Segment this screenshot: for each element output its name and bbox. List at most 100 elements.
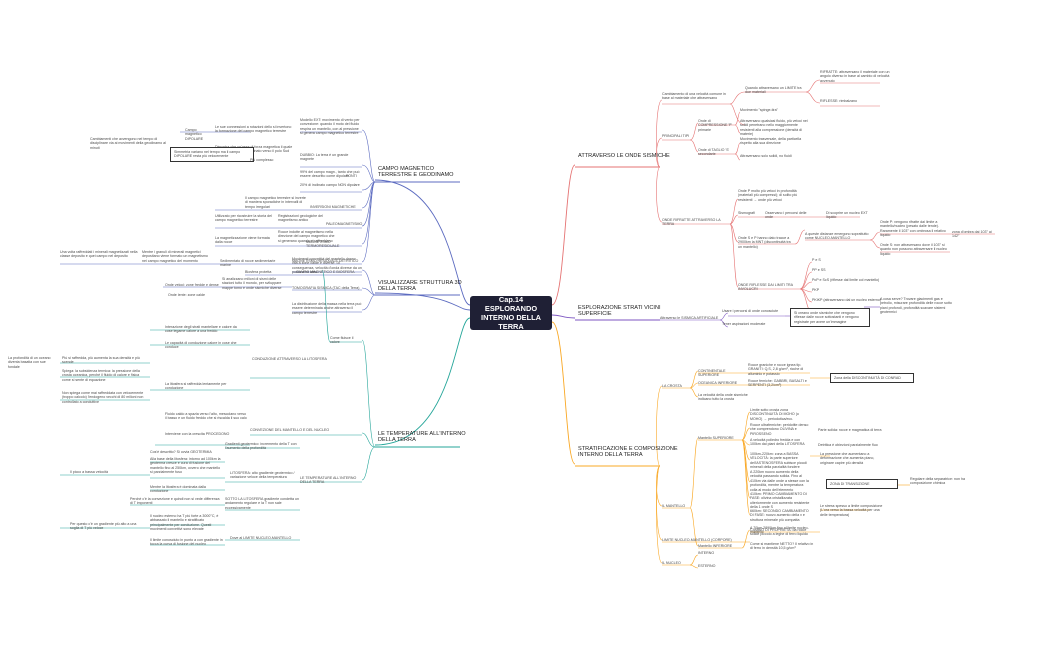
strat-node[interactable]: OCEANICA INFERIORE	[698, 381, 738, 385]
temp-node[interactable]: Dove al LIMITE NUCLEO-MANTELLO	[230, 536, 292, 540]
temp-node[interactable]: Più si raffredda, più aumenta la sua den…	[62, 356, 140, 365]
campo-node[interactable]: Biosfera protetta	[245, 270, 272, 274]
root-node[interactable]: Cap.14 ESPLORANDO INTERNO DELLA TERRA	[470, 295, 552, 331]
temp-node[interactable]: Interazione degli strati mantellare e ca…	[165, 325, 237, 334]
temp-node[interactable]: La litosfera si raffredda lentamente per…	[165, 382, 227, 391]
temp-node[interactable]: Fluido caldo a spazia verso l'alto, mesc…	[165, 412, 247, 421]
temp-node[interactable]: Non spiega come mai raffreddata con velo…	[62, 391, 144, 404]
temp-node[interactable]: SOTTO LA LITOSFERA gradiente condetta un…	[225, 497, 299, 510]
temp-node[interactable]: Interviene con la crescita PROCEDONO	[165, 432, 230, 436]
strat-node[interactable]: 410km: PRIMO CAMBIAMENTO DI FASE: olivin…	[750, 492, 810, 510]
strat-node[interactable]: Mantello INFERIORE	[698, 544, 733, 548]
branch-stratificazione[interactable]: STRATIFICAZIONE E COMPOSIZIONE INTERNO D…	[578, 446, 678, 459]
onde-node[interactable]: RIFLESSE: rimbalzano	[820, 99, 857, 103]
temp-node[interactable]: La profondità di un oceano diventa basat…	[8, 356, 51, 369]
campo-node[interactable]: 20% di inclinato campo NON dipolare	[300, 183, 360, 187]
strat-node[interactable]: INTERNO	[698, 551, 715, 555]
onde-node[interactable]: Onde di TAGLIO 'S' secondarie	[698, 148, 730, 157]
branch-visualizzare-3d[interactable]: VISUALIZZARE STRUTTURA 3D DELLA TERRA	[378, 280, 462, 293]
campo-node[interactable]: PALEOMAGNETISMO	[326, 222, 363, 226]
esplor-node[interactable]: Usare i percorsi di onde conosciute	[722, 309, 779, 313]
onde-node[interactable]: Movimento trasversale, della particella …	[740, 137, 802, 146]
campo-node[interactable]: Registrazioni geologiche del magnetismo …	[278, 214, 323, 223]
strat-node[interactable]: Detritica è obiezioni parzialmente fluo	[818, 443, 878, 447]
visual-node[interactable]: Onde veloci: zone fredde e dense	[165, 283, 219, 287]
campo-node[interactable]: Il campo magnetico terrestre si inverte …	[245, 196, 306, 209]
temp-node[interactable]: Mentre la litosfera è dominata dalla con…	[150, 485, 206, 494]
campo-node[interactable]: Rocce indotte al magnetismo nella direzi…	[278, 230, 335, 243]
strat-node[interactable]: A velocità poliedro fredda e con 100km d…	[750, 438, 805, 447]
onde-node[interactable]: PcP e ScS (riflesse dal limite col mante…	[812, 278, 880, 282]
strat-node[interactable]: LA CROSTA	[662, 384, 682, 388]
campo-node[interactable]: DUBBIO: La terra è un grande magnete	[300, 153, 349, 162]
onde-node[interactable]: Cambiamento di una velocità comune in ba…	[662, 92, 726, 101]
onde-node[interactable]: PRINCIPALI TIPI	[662, 134, 690, 138]
strat-node[interactable]: ESTERNO	[698, 564, 716, 568]
strat-node[interactable]: LIMITE NUCLEO-MANTELLO (CORPORE)	[662, 538, 732, 542]
strat-node[interactable]: Limite sotto crosta zona DISCONTINUITÀ D…	[750, 408, 799, 421]
strat-node[interactable]: Le stress spesso a limite composizione (…	[820, 504, 883, 517]
temp-node[interactable]: Gradienti geotermico: incremento della T…	[225, 442, 297, 451]
campo-node[interactable]: INVERSIONI MAGNETICHE	[310, 205, 356, 209]
onde-node[interactable]: ONDE RIFRATTE ATTRAVERSO LA TERRA	[662, 218, 721, 227]
esplor-highlight-box[interactable]: Si creano onde sismiche che vengono rifl…	[790, 308, 870, 328]
strat-node[interactable]: Come si mantiene NETTO? Il relativo in d…	[750, 542, 814, 551]
onde-node[interactable]: PKP	[812, 288, 820, 292]
temp-node[interactable]: Il nucleo esterno ha T più forte a 3000°…	[150, 514, 219, 532]
branch-esplorazione[interactable]: ESPLORAZIONE STRATI VICINI SUPERFICIE	[578, 305, 661, 318]
strat-node[interactable]: Rocce femiche: GABBRI, BASALTI e SERPENT…	[748, 379, 807, 388]
strat-node[interactable]: 100km-220km: zona a BASSA VELOCITÀ: la p…	[750, 452, 808, 470]
branch-onde-sismiche[interactable]: ATTRAVERSO LE ONDE SISMICHE	[578, 153, 670, 159]
strat-node[interactable]: Mantello SUPERIORE	[698, 436, 734, 440]
strat-node[interactable]: La pressione che aumentano a deformazion…	[820, 452, 875, 465]
strat-node[interactable]: CAMBIO DI PROPRIETÀ: da rocce solide pic…	[750, 528, 808, 537]
esplor-node[interactable]: A cosa serve? Trovare giacimenti gas e p…	[880, 297, 952, 315]
strat-node[interactable]: IL NUCLEO	[662, 561, 681, 565]
onde-node[interactable]: Movimento "spinge-tira"	[740, 108, 778, 112]
strat-node[interactable]: IL MANTELLO	[662, 504, 686, 508]
onde-node[interactable]: ONDE RIFLESSE DAI LIMITI TRA INVOLUCRI	[738, 283, 793, 292]
strat-node[interactable]: CONTINENTALE SUPERIORE	[698, 369, 726, 378]
visual-node[interactable]: TOMOGRAFIA SISMICA (TAC della Terra)	[292, 286, 360, 290]
strat-node[interactable]: Parte solida: rocce e magmatica di terra	[818, 428, 882, 432]
strat-node[interactable]: A 220km nuovo aumento della velocità pas…	[750, 470, 809, 492]
visual-node[interactable]: Onde lente: zone calde	[168, 293, 205, 297]
strat-node[interactable]: Rocce ultrafemiche: peridotite denso che…	[750, 423, 809, 436]
strat-node[interactable]: 660km: SECONDO CAMBIAMENTO DI FASE: nuov…	[750, 509, 809, 522]
temp-node[interactable]: LITOSFERA: alto gradiente geotermico / v…	[230, 471, 295, 480]
temp-node[interactable]: Come fluisce il calore	[330, 336, 354, 345]
temp-node[interactable]: Il picco a bassa velocità	[70, 470, 108, 474]
campo-highlight-box[interactable]: Simmetria variano nel tempo ma il campo …	[170, 147, 254, 162]
temp-node[interactable]: CONDUZIONE ATTRAVERSO LA LITOSFERA	[252, 357, 327, 361]
onde-node[interactable]: A queste distanze emergono soprattutto c…	[805, 232, 869, 241]
onde-node[interactable]: P e S	[812, 258, 821, 262]
campo-node[interactable]: Cambiamenti che avvengono nel tempo di d…	[90, 137, 166, 150]
onde-node[interactable]: Attraversano solo solidi, no fluidi	[740, 154, 792, 158]
onde-node[interactable]: Onde P: vengono rifratte dai limite a ma…	[880, 220, 946, 238]
temp-node[interactable]: Le capacità di conduzione calore in cose…	[165, 341, 237, 350]
campo-node[interactable]: Più complesso	[250, 158, 274, 162]
campo-node[interactable]: Una volta raffreddati i minerali magneti…	[60, 250, 138, 259]
strat-highlight-box[interactable]: ZONA DI TRANSIZIONE	[826, 479, 898, 490]
onde-node[interactable]: zona d'ombra dai 103° ai 142°	[952, 230, 992, 239]
strat-highlight-box[interactable]: Zona della DISCONTINUITÀ DI CONRAD	[830, 373, 914, 384]
esplor-node[interactable]: Attraverso le SISMICA ARTIFICIALE	[660, 316, 719, 320]
campo-node[interactable]: Campo magnetico DIPOLARE	[185, 128, 204, 141]
onde-node[interactable]: RIFRATTE: attraversano il materiale con …	[820, 70, 890, 83]
onde-node[interactable]: Sismografi	[738, 211, 755, 215]
temp-node[interactable]: Perché c'è la convezione e quindi non si…	[130, 497, 220, 506]
onde-node[interactable]: Onde P molto più veloci in profondità (m…	[738, 189, 798, 202]
onde-node[interactable]: Onde S: non attraversano dove il 103° si…	[880, 243, 947, 256]
campo-node[interactable]: FONTI	[346, 174, 357, 178]
onde-node[interactable]: PKiKP (attraversano dal un nucleo estern…	[812, 298, 882, 302]
visual-node[interactable]: Si analizzano milioni di sismi delle sta…	[222, 277, 282, 290]
visual-node[interactable]: Movimenti convettivi del mantello danno …	[292, 257, 362, 275]
campo-node[interactable]: CAMPO MAGNETICO E BIOSFERA	[296, 270, 355, 274]
temp-node[interactable]: Spiega: la subsidenza termica: la pressi…	[62, 369, 140, 382]
branch-temperature[interactable]: LE TEMPERATURE ALL'INTERNO DELLA TERRA	[378, 431, 466, 444]
strat-node[interactable]: A 70km-2890km fino al limite nucleo-mant…	[750, 526, 809, 535]
onde-node[interactable]: Osservano i percorsi delle onde	[765, 211, 807, 220]
esplor-node[interactable]: Tener aspirazioni moderate	[722, 322, 766, 326]
strat-node[interactable]: Rocce graniche e rocce ignea tip. GRANIT…	[748, 363, 804, 376]
onde-node[interactable]: Di scoprire un nucleo EXT liquido	[826, 211, 868, 220]
